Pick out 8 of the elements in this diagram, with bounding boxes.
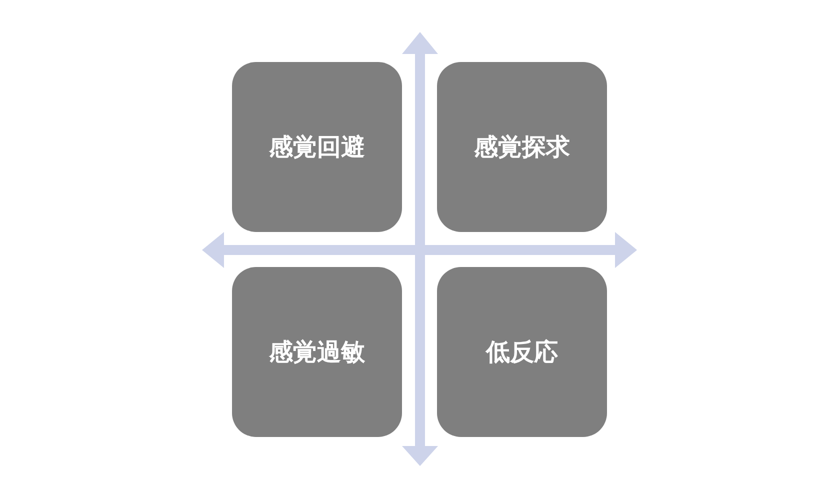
quadrant-label: 感覚探求 — [474, 131, 570, 163]
quadrant-label: 感覚過敏 — [269, 336, 365, 368]
quadrant-box — [232, 62, 402, 232]
quadrant-box — [437, 62, 607, 232]
quadrant-label: 感覚回避 — [269, 131, 365, 163]
quadrant-box — [232, 267, 402, 437]
quadrant-box — [437, 267, 607, 437]
quadrant-label: 低反応 — [486, 336, 558, 368]
